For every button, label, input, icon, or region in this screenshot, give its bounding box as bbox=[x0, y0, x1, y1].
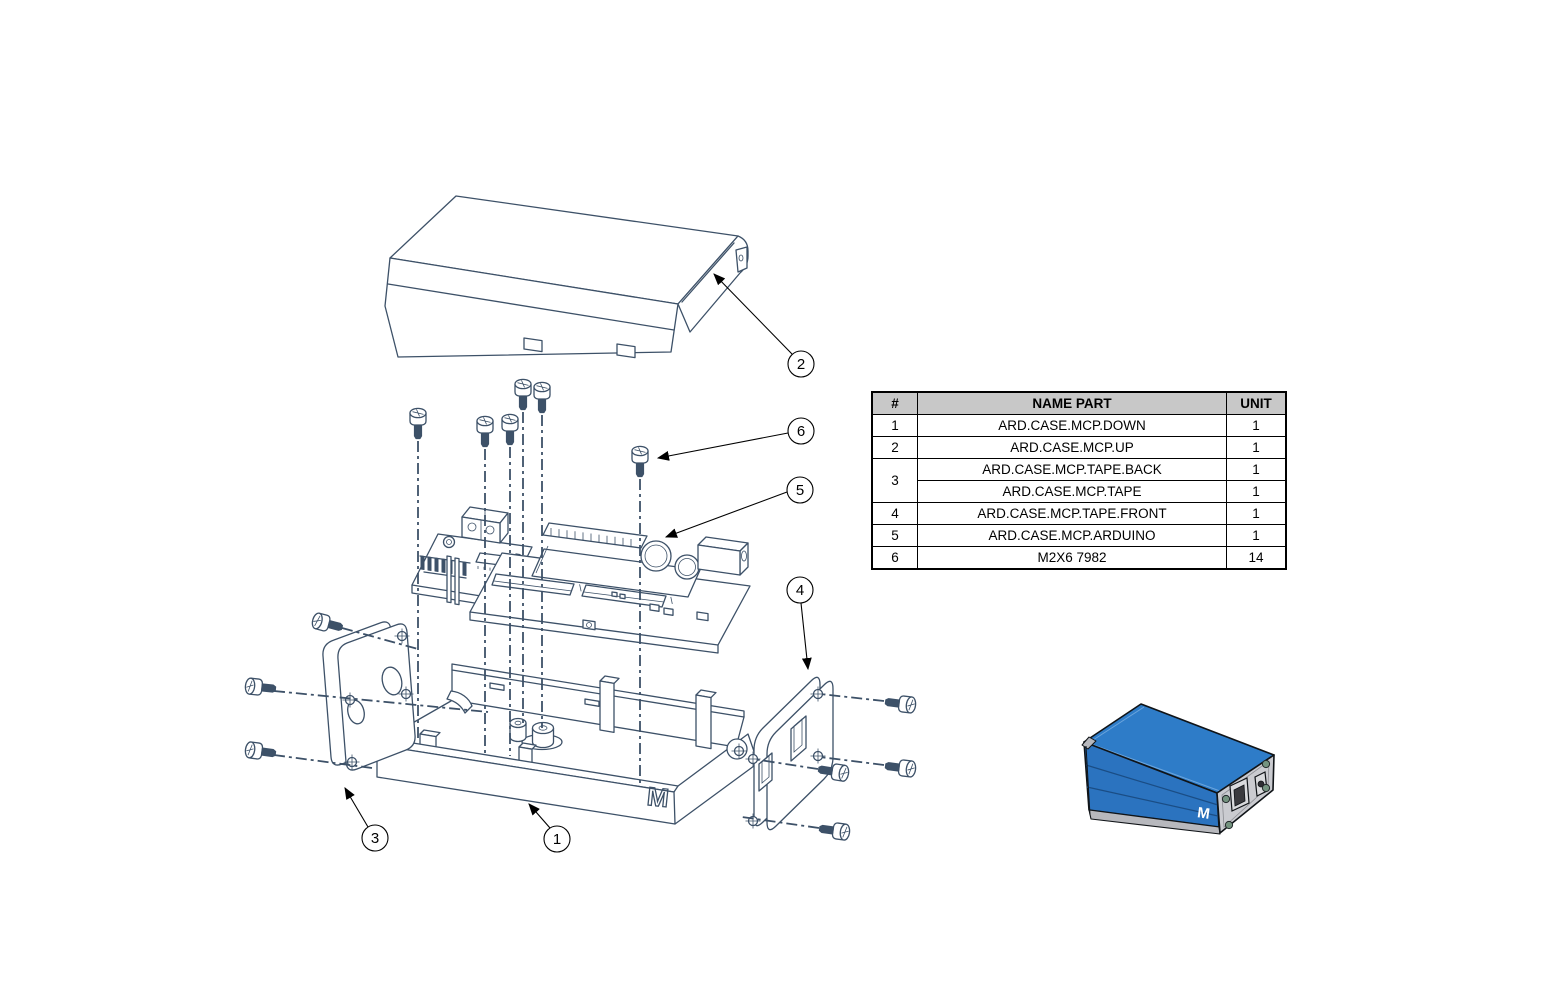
part-unit: 1 bbox=[1226, 436, 1287, 459]
part-name: ARD.CASE.MCP.UP bbox=[917, 436, 1227, 459]
svg-text:6: 6 bbox=[797, 423, 805, 440]
part-unit: 1 bbox=[1226, 458, 1287, 481]
callout-5: 5 bbox=[664, 476, 814, 538]
part-number: 2 bbox=[871, 436, 918, 459]
endplate-screws bbox=[1221, 759, 1271, 830]
table-row: 6 M2X6 7982 14 bbox=[871, 546, 1287, 570]
part-number: 4 bbox=[871, 502, 918, 525]
part-base-down: M bbox=[376, 663, 759, 825]
svg-text:5: 5 bbox=[796, 482, 804, 499]
parts-table: # NAME PART UNIT 1 ARD.CASE.MCP.DOWN 1 2… bbox=[871, 391, 1287, 570]
callout-3: 3 bbox=[344, 787, 389, 852]
part-unit: 14 bbox=[1226, 546, 1287, 570]
usb-port bbox=[1229, 777, 1250, 812]
part-name: ARD.CASE.MCP.TAPE.FRONT bbox=[917, 502, 1227, 525]
box-logo: M bbox=[1196, 804, 1211, 823]
parts-table-header-row: # NAME PART UNIT bbox=[871, 391, 1287, 415]
part-name: ARD.CASE.MCP.TAPE.BACK bbox=[917, 458, 1227, 481]
assembled-box-render: M bbox=[1081, 703, 1275, 835]
col-header-name: NAME PART bbox=[917, 391, 1227, 415]
svg-text:1: 1 bbox=[553, 831, 561, 848]
part-name: ARD.CASE.MCP.DOWN bbox=[917, 414, 1227, 437]
callouts: 1 2 3 4 5 6 bbox=[344, 273, 815, 853]
part-unit: 1 bbox=[1226, 524, 1287, 547]
col-header-number: # bbox=[871, 391, 918, 415]
svg-text:4: 4 bbox=[796, 582, 804, 599]
callout-6: 6 bbox=[656, 417, 815, 461]
callout-4: 4 bbox=[786, 576, 814, 671]
table-row: 2 ARD.CASE.MCP.UP 1 bbox=[871, 436, 1287, 459]
table-row: ARD.CASE.MCP.TAPE 1 bbox=[872, 480, 1287, 503]
part-unit: 1 bbox=[1226, 480, 1287, 503]
col-header-unit: UNIT bbox=[1226, 391, 1287, 415]
part-arduino-assembly bbox=[411, 506, 751, 654]
part-unit: 1 bbox=[1226, 414, 1287, 437]
callout-1: 1 bbox=[528, 803, 571, 853]
base-logo: M bbox=[646, 781, 671, 813]
part-name: ARD.CASE.MCP.ARDUINO bbox=[917, 524, 1227, 547]
screws bbox=[243, 378, 918, 842]
table-row: 4 ARD.CASE.MCP.TAPE.FRONT 1 bbox=[871, 502, 1287, 525]
table-row: 3 ARD.CASE.MCP.TAPE.BACK 1 bbox=[871, 458, 1287, 503]
part-tape-front-plate bbox=[744, 676, 834, 831]
callout-2: 2 bbox=[713, 273, 815, 378]
part-number: 1 bbox=[871, 414, 918, 437]
table-row: 1 ARD.CASE.MCP.DOWN 1 bbox=[871, 414, 1287, 437]
table-row: 5 ARD.CASE.MCP.ARDUINO 1 bbox=[871, 524, 1287, 547]
part-name: M2X6 7982 bbox=[917, 546, 1227, 570]
part-number: 5 bbox=[871, 524, 918, 547]
svg-text:3: 3 bbox=[371, 830, 379, 847]
svg-text:2: 2 bbox=[797, 356, 805, 373]
part-number: 3 bbox=[871, 458, 918, 503]
part-number: 6 bbox=[871, 546, 918, 570]
part-name: ARD.CASE.MCP.TAPE bbox=[917, 480, 1227, 503]
part-cover-up bbox=[384, 195, 749, 359]
part-tape-back-plate bbox=[322, 621, 416, 771]
part-unit: 1 bbox=[1226, 502, 1287, 525]
